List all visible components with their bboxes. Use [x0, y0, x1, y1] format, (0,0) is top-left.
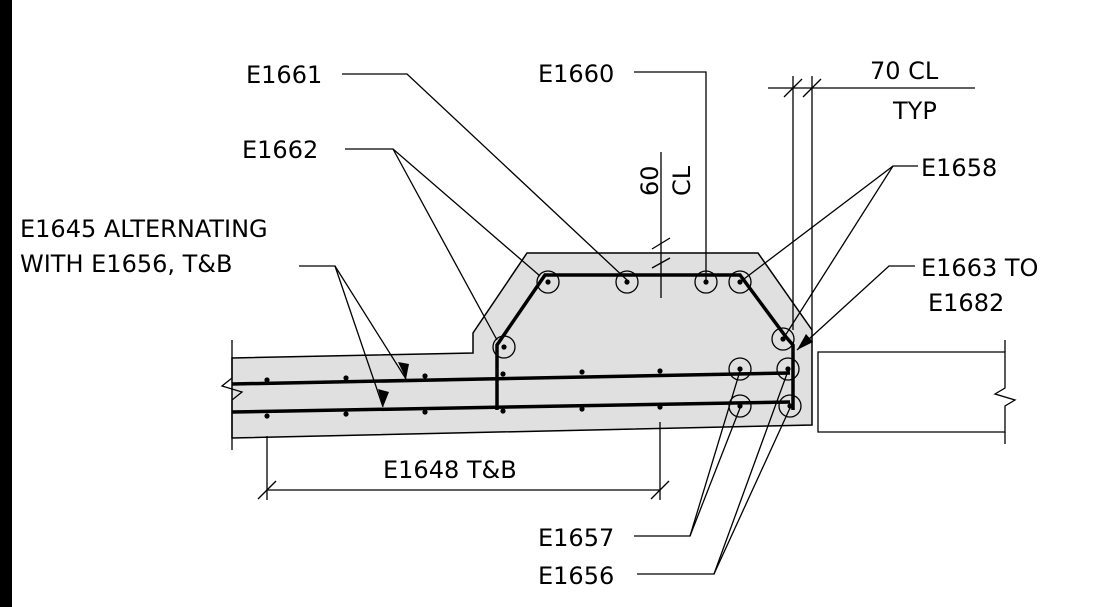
dimension-cover-top: 60 CL: [636, 152, 696, 298]
cover-top-value: 60: [636, 165, 664, 196]
leader-e1656: E1656: [538, 370, 791, 590]
label-e1658: E1658: [921, 154, 997, 182]
label-e1660: E1660: [538, 60, 614, 88]
left-border: [0, 0, 12, 607]
bar-circle: [728, 270, 752, 294]
top-longitudinal-bar: [231, 371, 791, 386]
bottom-longitudinal-bar: [231, 400, 791, 414]
arrow-head: [398, 362, 409, 379]
adjacent-slab: [817, 351, 1017, 433]
bar-dots: [264, 279, 793, 419]
leader-e1645: E1645 ALTERNATING WITH E1656, T&B: [20, 215, 409, 408]
cover-side-note: TYP: [892, 97, 937, 125]
left-break-line: [220, 340, 244, 450]
leader-e1662: E1662: [242, 136, 541, 341]
bar-circle: [776, 357, 800, 381]
leader-e1660: E1660: [538, 60, 707, 282]
cover-top-unit: CL: [668, 165, 696, 196]
circled-bars: [492, 270, 802, 418]
dimension-cover-side: 70 CL TYP: [768, 57, 975, 330]
label-e1656: E1656: [538, 562, 614, 590]
bar-circle: [615, 270, 639, 294]
shaped-bar-e1662: [495, 273, 795, 410]
arrow-head: [797, 334, 813, 350]
label-e1645-line2: WITH E1656, T&B: [20, 250, 232, 278]
concrete-section: [231, 252, 813, 439]
label-e1657: E1657: [538, 524, 614, 552]
arrow-head: [378, 389, 389, 407]
bar-circle: [728, 357, 752, 381]
leader-e1658: E1658: [739, 154, 997, 340]
leader-e1663: E1663 TO E1682: [796, 254, 1038, 351]
dimension-e1648: E1648 T&B: [257, 422, 670, 500]
label-e1663-line1: E1663 TO: [921, 254, 1038, 282]
leader-e1661: E1661: [246, 61, 628, 281]
bar-circle: [536, 270, 560, 294]
bar-circle: [778, 394, 802, 418]
bar-circle: [771, 327, 795, 351]
label-e1648: E1648 T&B: [383, 456, 517, 484]
label-e1663-line2: E1682: [928, 289, 1004, 317]
bar-circle: [492, 335, 516, 359]
label-e1661: E1661: [246, 61, 322, 89]
label-e1662: E1662: [242, 136, 318, 164]
leader-e1657: E1657: [538, 370, 741, 552]
label-e1645-line1: E1645 ALTERNATING: [20, 215, 268, 243]
cover-side-value: 70 CL: [870, 57, 939, 85]
